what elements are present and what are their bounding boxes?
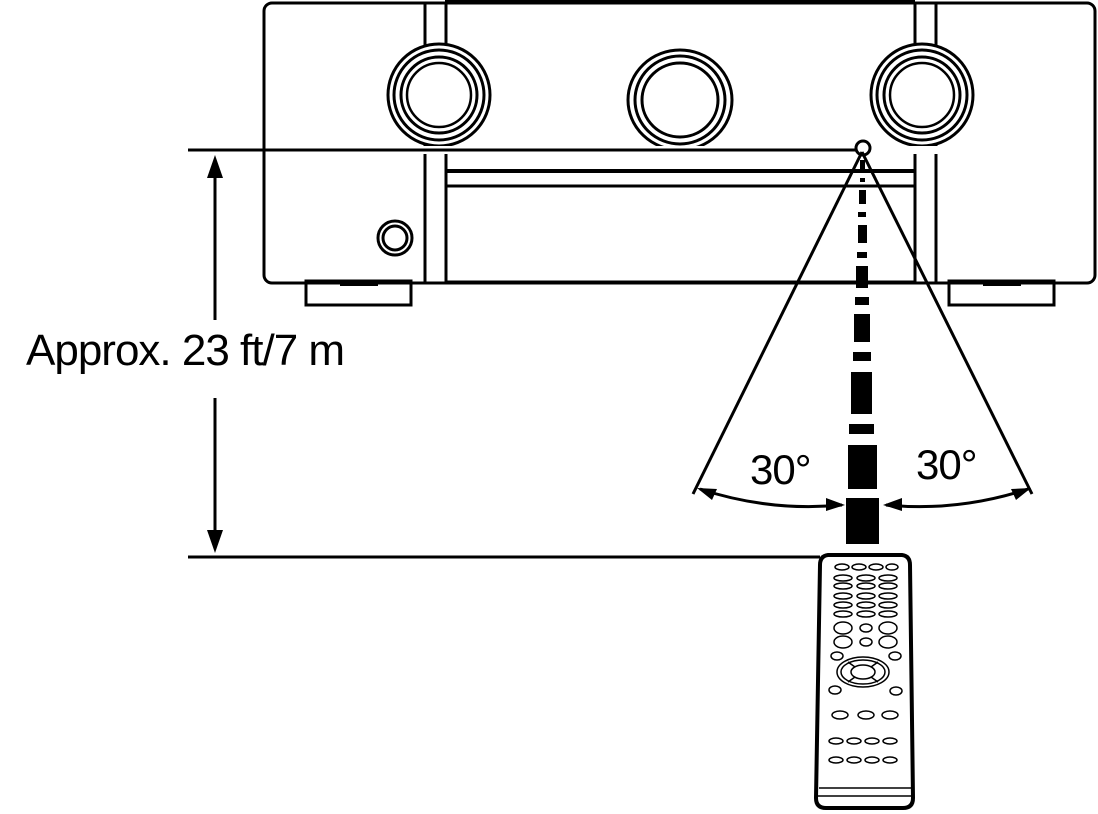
left-angle-label: 30° [750,446,812,493]
right-angle-label: 30° [916,441,978,488]
distance-label: Approx. 23 ft/7 m [24,326,347,376]
remote-buttons [828,563,903,764]
cone-left-edge [691,151,864,495]
ir-beam [846,160,879,544]
left-angle-arrow [697,487,845,511]
cone-right-edge [860,151,1034,495]
right-knob [869,42,975,148]
av-receiver [262,0,1097,307]
right-angle-arrow [883,487,1031,511]
headphone-jack [376,219,414,257]
remote-control [813,553,916,810]
distance-arrow [207,155,223,553]
left-knob [386,42,492,148]
right-foot [947,279,1056,307]
left-foot [304,279,413,307]
center-knob [626,48,734,152]
